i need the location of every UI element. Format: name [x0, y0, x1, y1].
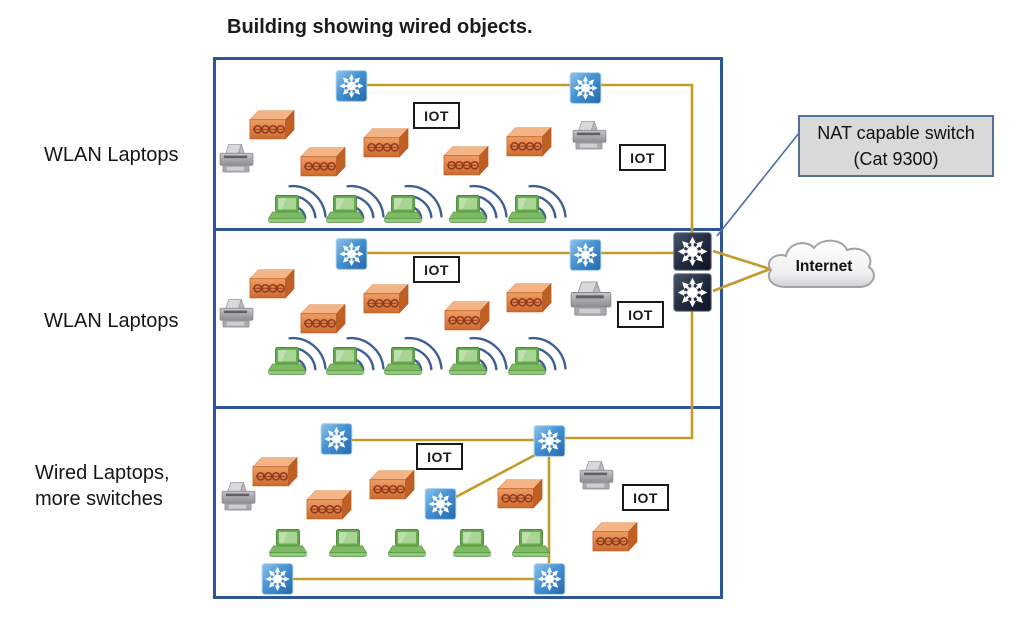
iot-tag: IOT: [622, 484, 669, 511]
switch-icon: [320, 423, 353, 455]
iot-hub-icon: [363, 283, 409, 314]
switch-icon: [533, 425, 566, 457]
iot-hub-icon: [506, 282, 552, 313]
diagram-title: Building showing wired objects.: [227, 16, 533, 38]
iot-hub-icon: [306, 489, 352, 520]
floor2-side-label: WLAN Laptops: [44, 310, 179, 332]
iot-hub-icon: [363, 127, 409, 158]
switch-icon: [424, 488, 457, 520]
iot-hub-icon: [592, 521, 638, 552]
printer-icon: [219, 299, 254, 330]
floor-3-outline: [213, 406, 723, 599]
nat-callout-line: [716, 132, 800, 237]
iot-tag: IOT: [619, 144, 666, 171]
iot-tag: IOT: [413, 256, 460, 283]
printer-icon: [219, 144, 254, 175]
iot-hub-icon: [443, 145, 489, 176]
nat-switch-note: NAT capable switch (Cat 9300): [798, 115, 994, 177]
wireless-laptop-icon: [448, 347, 488, 377]
nat-switch-icon: [672, 232, 713, 271]
switch-icon: [335, 70, 368, 102]
wireless-laptop-icon: [325, 347, 365, 377]
wireless-laptop-icon: [267, 347, 307, 377]
iot-hub-icon: [252, 456, 298, 487]
iot-hub-icon: [506, 126, 552, 157]
iot-hub-icon: [444, 300, 490, 331]
iot-tag: IOT: [416, 443, 463, 470]
iot-tag: IOT: [617, 301, 664, 328]
laptop-icon: [452, 529, 492, 559]
wireless-laptop-icon: [507, 195, 547, 225]
wireless-laptop-icon: [448, 195, 488, 225]
iot-hub-icon: [249, 109, 295, 140]
iot-hub-icon: [497, 478, 543, 509]
floor3-side-label: Wired Laptops, more switches: [35, 462, 170, 510]
wireless-laptop-icon: [383, 195, 423, 225]
wireless-laptop-icon: [383, 347, 423, 377]
switch-icon: [335, 238, 368, 270]
printer-icon: [579, 461, 614, 492]
wireless-laptop-icon: [325, 195, 365, 225]
laptop-icon: [328, 529, 368, 559]
switch-icon: [533, 563, 566, 595]
wireless-laptop-icon: [507, 347, 547, 377]
printer-icon: [572, 121, 607, 152]
iot-hub-icon: [300, 146, 346, 177]
internet-label: Internet: [795, 258, 853, 275]
iot-hub-icon: [369, 469, 415, 500]
printer-icon: [570, 275, 612, 325]
switch-icon: [569, 72, 602, 104]
nat-switch-icon: [672, 273, 713, 312]
printer-icon: [221, 482, 256, 513]
laptop-icon: [387, 529, 427, 559]
iot-tag: IOT: [413, 102, 460, 129]
laptop-icon: [268, 529, 308, 559]
floor1-side-label: WLAN Laptops: [44, 144, 179, 166]
laptop-icon: [511, 529, 551, 559]
wireless-laptop-icon: [267, 195, 307, 225]
iot-hub-icon: [249, 268, 295, 299]
switch-icon: [261, 563, 294, 595]
switch-icon: [569, 239, 602, 271]
